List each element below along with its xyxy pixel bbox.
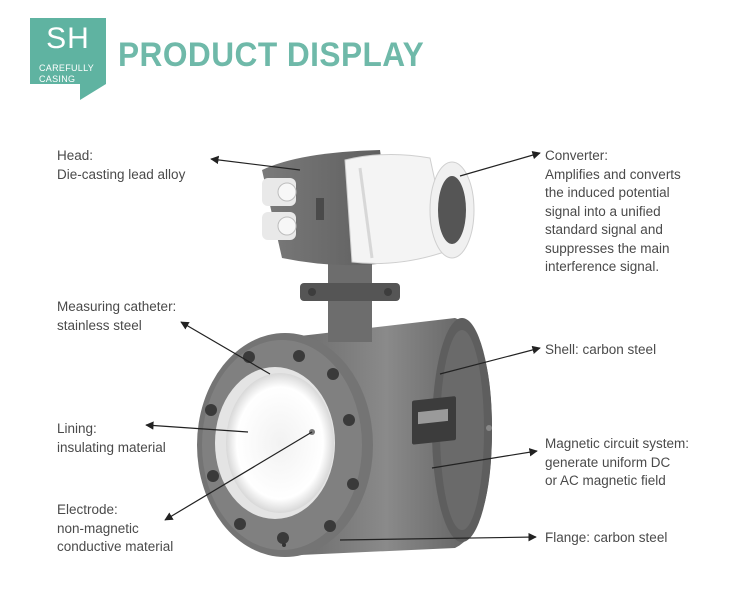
logo-tagline-line1: CAREFULLY bbox=[39, 63, 95, 73]
label-flange: Flange: carbon steel bbox=[545, 530, 668, 545]
label-shell: Shell: carbon steel bbox=[545, 342, 657, 357]
converter-head bbox=[262, 150, 475, 266]
label-converter-l6: interference signal. bbox=[545, 259, 660, 274]
label-head-name: Head: bbox=[57, 148, 94, 163]
label-catheter-name: Measuring catheter: bbox=[57, 299, 177, 314]
logo-mark: SH bbox=[46, 22, 90, 55]
label-head-desc: Die-casting lead alloy bbox=[57, 166, 186, 182]
arrow-electrode bbox=[164, 431, 313, 521]
label-lining: Lining: insulating material bbox=[57, 420, 166, 457]
label-catheter: Measuring catheter: stainless steel bbox=[57, 298, 176, 335]
label-converter-l1: Amplifies and converts bbox=[545, 166, 681, 182]
arrow-catheter bbox=[180, 321, 271, 375]
label-converter: Converter: Amplifies and converts the in… bbox=[545, 147, 681, 277]
lining-bore bbox=[215, 367, 335, 519]
label-lining-desc: insulating material bbox=[57, 439, 166, 455]
arrow-head bbox=[210, 155, 301, 171]
arrow-magnetic bbox=[431, 448, 538, 469]
label-catheter-desc: stainless steel bbox=[57, 317, 142, 333]
logo-badge-shape bbox=[30, 18, 106, 100]
label-magnetic-l3: or AC magnetic field bbox=[545, 473, 666, 488]
label-converter-l2: the induced potential bbox=[545, 185, 670, 200]
label-lining-name: Lining: bbox=[57, 421, 97, 436]
label-converter-name: Converter: bbox=[545, 148, 609, 163]
label-electrode-line3: conductive material bbox=[57, 539, 174, 554]
arrow-flange bbox=[339, 532, 537, 542]
logo-tagline-line2: CASING bbox=[39, 74, 76, 84]
label-converter-l5: suppresses the main bbox=[545, 240, 670, 256]
label-electrode: Electrode: non-magnetic conductive mater… bbox=[57, 501, 173, 557]
page-title: PRODUCT DISPLAY bbox=[118, 36, 425, 74]
meter-neck bbox=[300, 252, 400, 342]
brand-logo: SH CAREFULLY CASING bbox=[30, 18, 106, 102]
label-converter-l4: standard signal and bbox=[545, 222, 663, 237]
label-electrode-line2: non-magnetic bbox=[57, 520, 139, 536]
logo-tagline: CAREFULLY CASING bbox=[39, 63, 94, 85]
arrow-shell bbox=[439, 345, 541, 375]
arrow-converter bbox=[459, 151, 541, 177]
label-magnetic-l1: Magnetic circuit system: bbox=[545, 436, 690, 451]
label-converter-l3: signal into a unified bbox=[545, 203, 661, 219]
label-magnetic-l2: generate uniform DC bbox=[545, 454, 671, 470]
label-electrode-name: Electrode: bbox=[57, 502, 118, 517]
label-magnetic: Magnetic circuit system: generate unifor… bbox=[545, 435, 689, 491]
label-head: Head: Die-casting lead alloy bbox=[57, 147, 185, 184]
arrow-lining bbox=[145, 421, 249, 433]
